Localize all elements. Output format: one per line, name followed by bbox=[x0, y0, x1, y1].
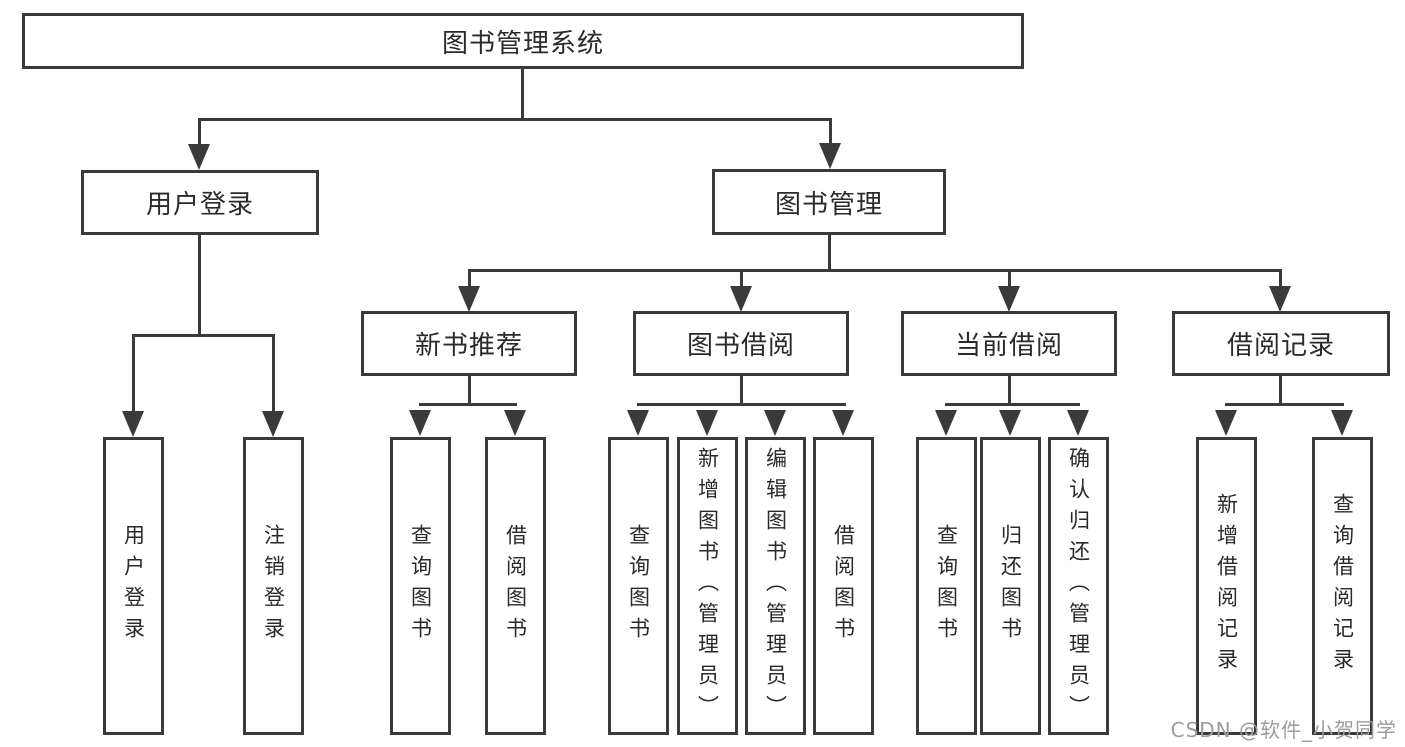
leaf-confirm-return-admin: 确认归还（管理员） bbox=[1048, 437, 1109, 735]
connector-line bbox=[198, 118, 832, 121]
connector-line bbox=[829, 118, 832, 148]
arrow-down-icon bbox=[504, 410, 526, 436]
leaf-add-books-admin: 新增图书（管理员） bbox=[677, 437, 738, 735]
arrow-down-icon bbox=[458, 286, 480, 312]
connector-line bbox=[419, 403, 517, 406]
arrow-down-icon bbox=[935, 410, 957, 436]
connector-line bbox=[1279, 376, 1282, 406]
connector-line bbox=[1279, 269, 1282, 289]
connector-line bbox=[740, 269, 743, 289]
node-book-borrowing: 图书借阅 bbox=[633, 311, 849, 376]
leaf-query-borrow-record: 查询借阅记录 bbox=[1312, 437, 1373, 735]
node-book-management: 图书管理 bbox=[712, 169, 946, 235]
arrow-down-icon bbox=[627, 410, 649, 436]
connector-line bbox=[198, 235, 201, 336]
arrow-down-icon bbox=[1269, 286, 1291, 312]
leaf-edit-books-admin: 编辑图书（管理员） bbox=[745, 437, 806, 735]
leaf-query-books-borrow: 查询图书 bbox=[608, 437, 669, 735]
node-user-login: 用户登录 bbox=[81, 170, 319, 235]
arrow-down-icon bbox=[1215, 410, 1237, 436]
arrow-down-icon bbox=[1331, 410, 1353, 436]
node-library-management-system: 图书管理系统 bbox=[22, 13, 1024, 69]
leaf-return-books: 归还图书 bbox=[980, 437, 1041, 735]
connector-line bbox=[132, 334, 135, 414]
leaf-user-login: 用户登录 bbox=[103, 437, 164, 735]
watermark-text: CSDN @软件_小贺同学 bbox=[1170, 718, 1397, 742]
arrow-down-icon bbox=[764, 410, 786, 436]
connector-line bbox=[468, 376, 471, 406]
connector-line bbox=[198, 118, 201, 148]
arrow-down-icon bbox=[188, 144, 210, 170]
connector-line bbox=[1008, 269, 1011, 289]
connector-line bbox=[1008, 376, 1011, 406]
leaf-add-borrow-record: 新增借阅记录 bbox=[1196, 437, 1257, 735]
connector-line bbox=[468, 269, 1282, 272]
leaf-query-books-current: 查询图书 bbox=[916, 437, 977, 735]
connector-line bbox=[521, 69, 524, 120]
arrow-down-icon bbox=[999, 410, 1021, 436]
connector-line bbox=[945, 403, 1080, 406]
connector-line bbox=[1225, 403, 1344, 406]
arrow-down-icon bbox=[1067, 410, 1089, 436]
arrow-down-icon bbox=[262, 411, 284, 437]
leaf-borrow-books: 借阅图书 bbox=[813, 437, 874, 735]
arrow-down-icon bbox=[832, 410, 854, 436]
connector-line bbox=[468, 269, 471, 289]
connector-line bbox=[740, 376, 743, 406]
connector-line bbox=[637, 403, 846, 406]
arrow-down-icon bbox=[122, 411, 144, 437]
arrow-down-icon bbox=[409, 410, 431, 436]
arrow-down-icon bbox=[730, 286, 752, 312]
node-borrowing-records: 借阅记录 bbox=[1172, 311, 1390, 376]
leaf-query-books-recommend: 查询图书 bbox=[390, 437, 451, 735]
connector-line bbox=[828, 235, 831, 271]
leaf-logout: 注销登录 bbox=[243, 437, 304, 735]
arrow-down-icon bbox=[819, 143, 841, 169]
node-current-borrowing: 当前借阅 bbox=[901, 311, 1117, 376]
connector-line bbox=[272, 334, 275, 414]
connector-line bbox=[132, 334, 275, 337]
node-new-book-recommendation: 新书推荐 bbox=[361, 311, 577, 376]
arrow-down-icon bbox=[696, 410, 718, 436]
arrow-down-icon bbox=[998, 286, 1020, 312]
leaf-borrow-books-recommend: 借阅图书 bbox=[485, 437, 546, 735]
